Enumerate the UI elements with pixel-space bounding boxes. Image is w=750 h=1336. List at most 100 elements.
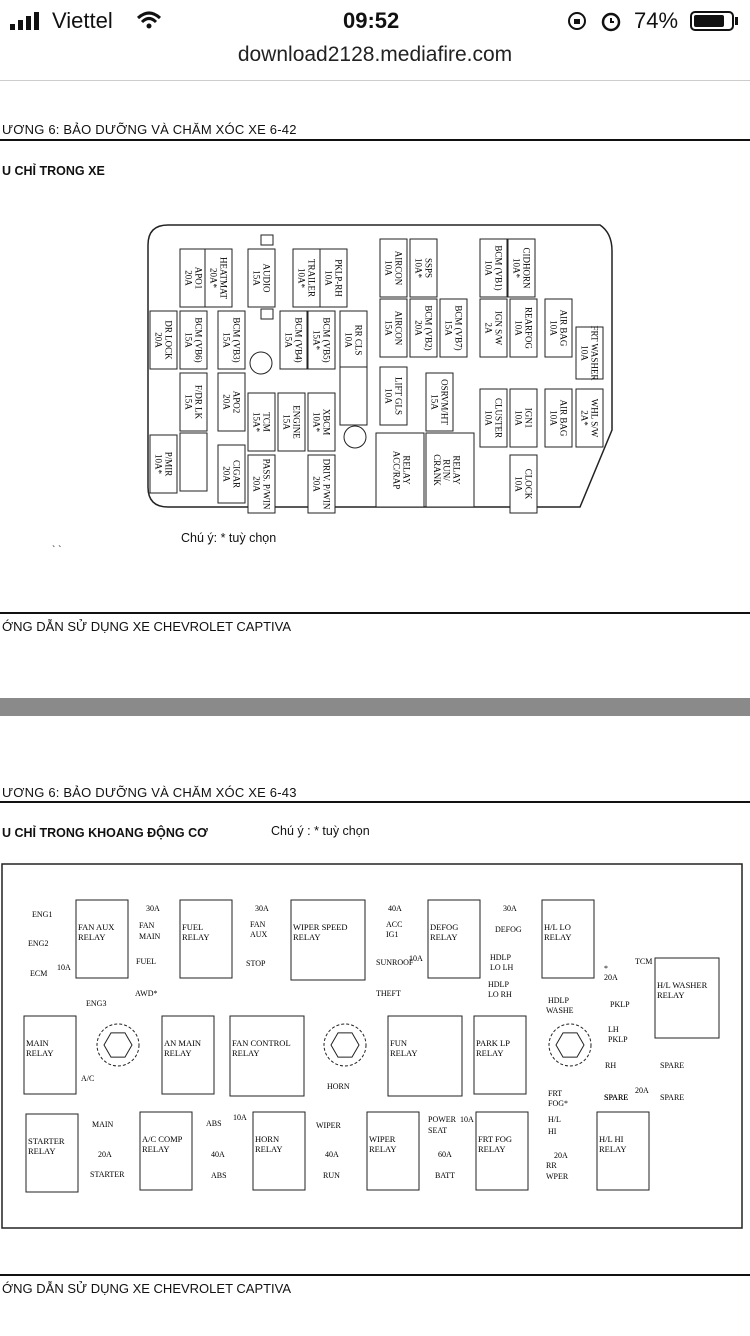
fuse-label-line: 10A (548, 410, 558, 426)
fuse-label: LIFT GLS10A (383, 377, 403, 415)
fuse-position-label: 20A (635, 1086, 649, 1095)
empty-fuse-slot (339, 366, 368, 426)
fuse-position-label: 40A (325, 1150, 339, 1159)
fuse-position-label: 60A (438, 1150, 452, 1159)
relay-label-line: RELAY (430, 932, 458, 942)
fuse-label: BCM (VB3)15A (221, 317, 241, 362)
hex-stud (323, 1023, 367, 1067)
fuse-label: BCM (VB4)15A (283, 317, 303, 362)
fuse-slot: ENGINE15A (277, 392, 306, 452)
fuse-label-line: 20A (413, 320, 423, 336)
fuse-slot: HEATMAT20A* (204, 248, 233, 308)
fuse-label-line: 15A (429, 394, 439, 410)
fuse-label: FRT WASHER10A (579, 326, 599, 381)
battery-icon (690, 11, 738, 31)
fuse-slot: SSPS10A* (409, 238, 438, 298)
fuse-label-line: 15A (281, 414, 291, 430)
fuse-position-label: RR (546, 1161, 557, 1170)
relay-label-line: RELAY (402, 455, 412, 485)
fuse-position-label: SPARE (660, 1061, 684, 1070)
fuse-position-label: POWER (428, 1115, 457, 1124)
fuse-position-label: STARTER (90, 1170, 125, 1179)
rotation-lock-icon (568, 12, 586, 30)
fuse-label: TCM15A* (251, 412, 271, 432)
fuse-position-label: ECM (30, 969, 47, 978)
fuse-label-line: AUDIO (261, 264, 271, 293)
page1-footer: ỚNG DẪN SỬ DỤNG XE CHEVROLET CAPTIVA (2, 619, 292, 634)
fuse-slot: BCM (VB2)20A (409, 298, 438, 358)
fuse-position-label: 20A (604, 973, 618, 982)
relay-label-line: RELAY (255, 1144, 283, 1154)
page2-header: ƯƠNG 6: BẢO DƯỠNG VÀ CHĂM XÓC XE 6-43 (2, 785, 297, 800)
fuse-position-label: MAIN (92, 1120, 114, 1129)
fuse-label-line: FRT WASHER (589, 326, 599, 381)
alarm-icon (601, 12, 621, 32)
fuse-slot: XBCM10A* (307, 392, 336, 452)
fuse-label: IGN S/W2A (483, 311, 503, 346)
relay-label-line: FAN CONTROL (232, 1038, 291, 1048)
fuse-slot: P/MIR10A* (149, 434, 178, 494)
fuse-position-label: MAIN (139, 932, 161, 941)
page1-header-rule (0, 139, 750, 141)
fuse-position-label: 20A (554, 1151, 568, 1160)
url-bar[interactable]: download2128.mediafire.com (0, 42, 750, 80)
page1-header: ƯƠNG 6: BẢO DƯỠNG VÀ CHĂM XÓC XE 6-42 (2, 122, 297, 137)
page1-footer-rule (0, 612, 750, 614)
fuse-position-label: FUEL (136, 957, 156, 966)
relay-label-line: ACC/RAP (392, 451, 402, 490)
page-separator (0, 698, 750, 716)
fuse-position-label: TCM (635, 957, 652, 966)
fuse-position-label: THEFT (376, 989, 401, 998)
fuse-label: APO120A (183, 267, 203, 290)
fuse-label: CLUSTER10A (483, 398, 503, 438)
carrier-name: Viettel (52, 8, 113, 33)
fuse-label-line: 15A (283, 332, 293, 348)
fuse-position-label: IG1 (386, 930, 398, 939)
fuse-position-label: DEFOG (495, 925, 522, 934)
fuse-slot: LIFT GLS10A (379, 366, 408, 426)
fuse-label: BCM (VB7)15A (443, 305, 463, 350)
fuse-label-line: 10A (383, 260, 393, 276)
signal-icon (10, 12, 39, 30)
page1-title: U CHỈ TRONG XE (2, 164, 105, 178)
status-bar: Viettel 09:52 74% (0, 0, 750, 42)
fuse-label: AIR BAG10A (548, 400, 568, 437)
fuse-label-line: 10A (579, 345, 589, 361)
fuse-label-line: TRAILER (306, 259, 316, 297)
fuse-label: RR CLS10A (343, 325, 363, 356)
fuse-box-outline (147, 224, 613, 508)
fuse-label: OSRVM/HT15A (429, 379, 449, 425)
fuse-position-label: LH (608, 1025, 619, 1034)
battery-percent: 74% (634, 8, 679, 33)
fuse-label-line: CLOCK (523, 469, 533, 500)
relay-slot: RELAYRUN/CRANK (425, 432, 475, 508)
fuse-slot: BCM (VB3)15A (217, 310, 246, 370)
fuse-position-label: WPER (546, 1172, 569, 1181)
fuse-label-line: WHL S/W (589, 399, 599, 438)
fuse-position-label: LO RH (488, 990, 512, 999)
fuse-label-line: DR LOCK (163, 320, 173, 360)
fuse-label: CIDHORN10A* (511, 247, 531, 289)
fuse-slot: BCM (VB4)15A (279, 310, 308, 370)
fuse-slot: PASS. P/WIN20A (247, 454, 276, 514)
fuse-position-label: PKLP (608, 1035, 628, 1044)
fuse-slot: TRAILER10A* (292, 248, 321, 308)
relay-label-line: RELAY (164, 1048, 192, 1058)
fuse-slot: BCM (VB1)10A (479, 238, 508, 298)
fuse-label-line: 20A (153, 332, 163, 348)
